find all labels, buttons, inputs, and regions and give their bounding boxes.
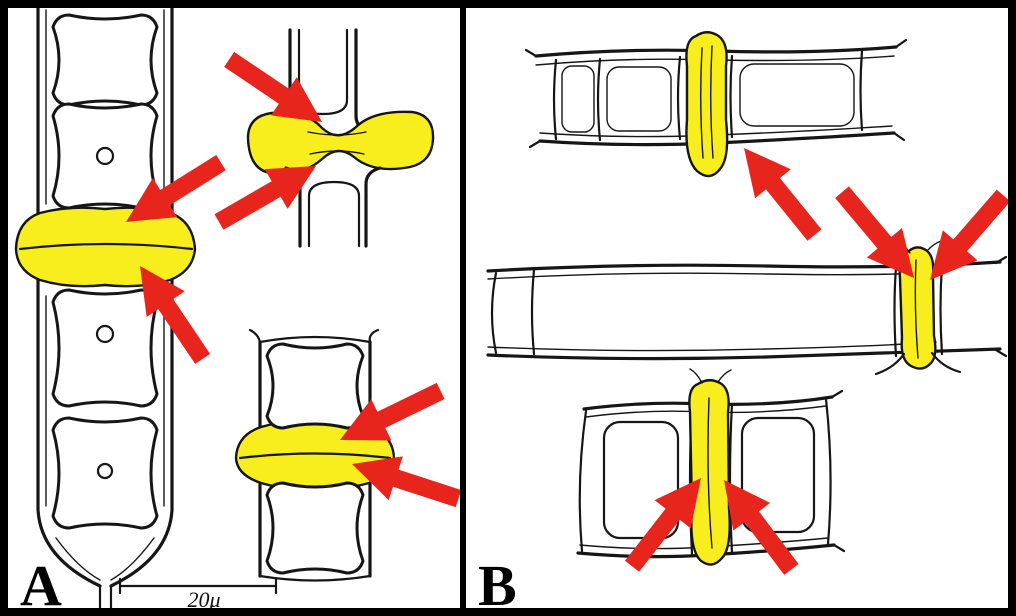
junction-septum (307, 131, 367, 155)
cell-body (51, 288, 159, 408)
cell-inner-outline (602, 420, 680, 540)
filament-stem (98, 584, 113, 608)
scale-bar: 20μ (118, 577, 278, 608)
junction-pad (14, 206, 197, 288)
panel-a: A 20μ (8, 8, 460, 608)
cell-body (51, 416, 159, 530)
panel-b-label: B (478, 553, 517, 608)
cell-inner-outline (561, 65, 595, 133)
filament-taper-line (55, 537, 155, 581)
panel-b: B (466, 8, 1008, 608)
filament-wall (109, 8, 174, 588)
cell-body (265, 481, 365, 575)
scale-bar-label: 20μ (187, 587, 220, 608)
junction-pad (688, 379, 731, 566)
filament-wall (36, 8, 102, 588)
filament-inner-wall (487, 271, 937, 280)
filament-inner-wall (45, 9, 165, 507)
panel-a-drawing: A 20μ (14, 8, 460, 608)
filament-inner-wall (487, 341, 937, 352)
filament-end-tick (994, 255, 1008, 358)
junction-septum (689, 368, 732, 549)
tube-wall (284, 166, 382, 248)
junction-flare (874, 351, 962, 376)
cell-inner-outline (606, 66, 672, 132)
junction-septum (700, 45, 714, 159)
cell-septum (552, 49, 864, 142)
junction-detail-bottom (234, 328, 396, 582)
filament-end-tick (524, 38, 908, 149)
junction-pad (685, 31, 729, 178)
scale-bar-line (118, 577, 278, 595)
cell-septum (490, 268, 536, 356)
junction-pad (898, 246, 937, 370)
filament-middle (486, 240, 1008, 376)
cell-nucleus (95, 146, 115, 166)
cell-inner-outline (739, 63, 855, 127)
filament-bottom (576, 368, 846, 566)
pointer-arrow-icon (726, 133, 833, 250)
cell-inner-outline (740, 416, 816, 534)
filament-end-tick (830, 389, 846, 553)
cell-nucleus (95, 324, 115, 344)
junction-septum (18, 242, 194, 251)
cell-end (307, 180, 361, 248)
junction-detail-top (246, 28, 435, 248)
filament-top (524, 31, 908, 178)
cell-body (51, 102, 159, 210)
filament-cap (248, 328, 380, 582)
filament-cap (578, 397, 832, 553)
junction-pad (246, 110, 435, 175)
panel-a-label: A (20, 553, 62, 608)
filament-left (14, 8, 197, 608)
cell-body (51, 13, 159, 107)
junction-septum (238, 452, 392, 460)
panel-b-drawing: B (478, 31, 1008, 608)
cell-nucleus (96, 462, 114, 480)
cell-body (265, 342, 365, 430)
